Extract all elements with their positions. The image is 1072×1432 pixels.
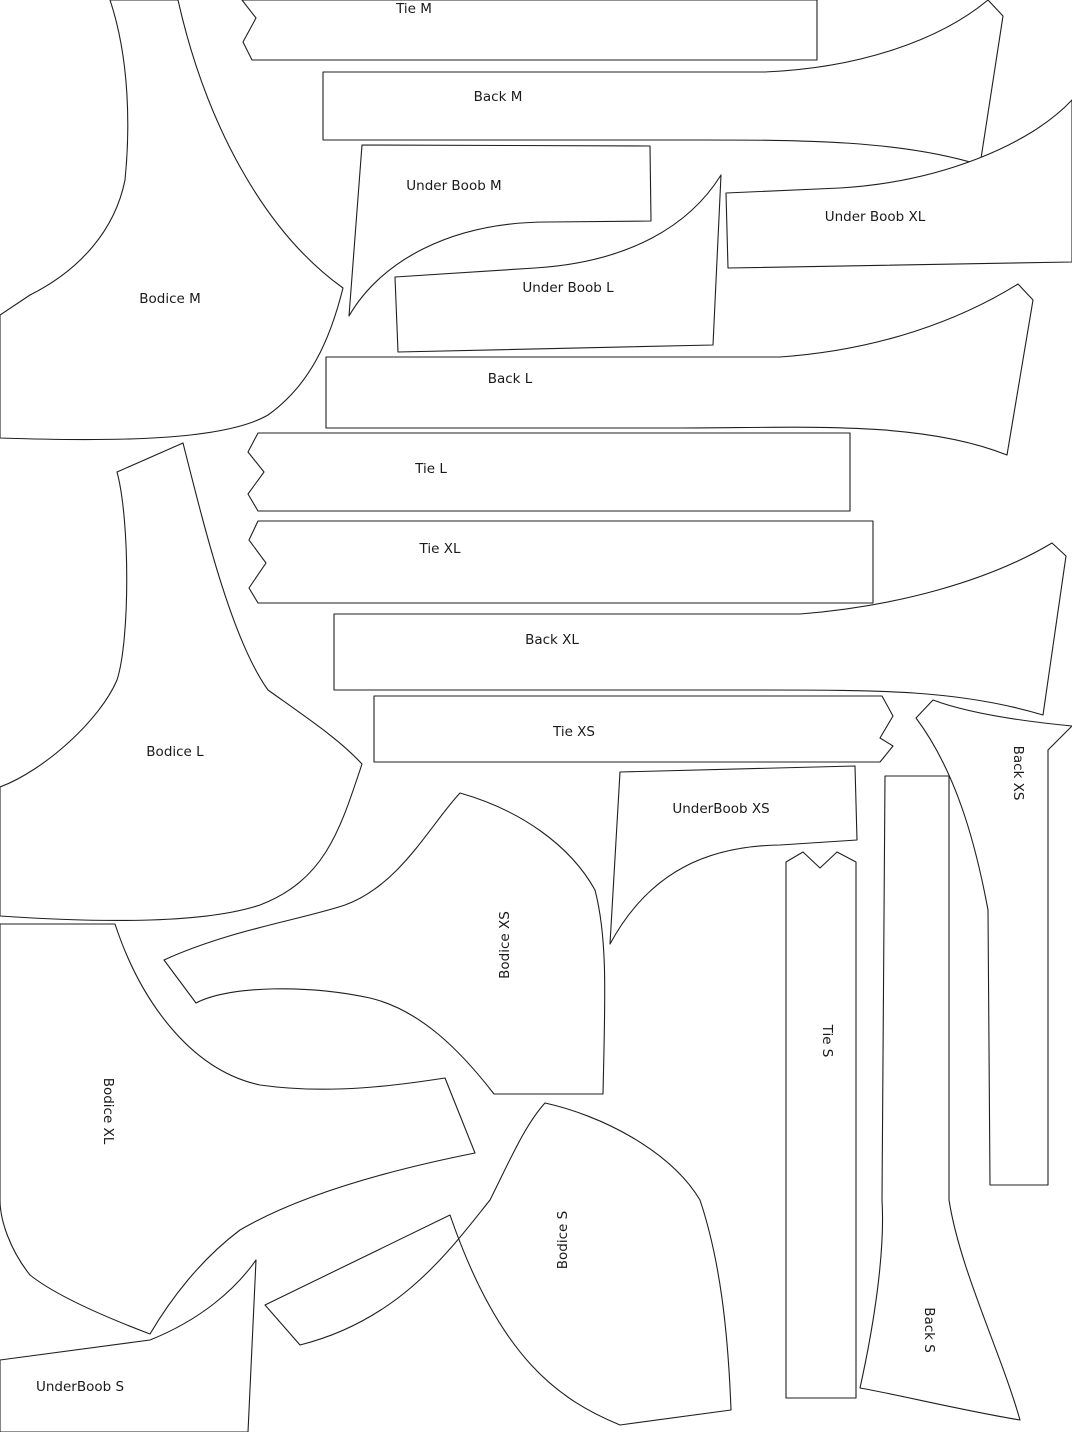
under-boob-m-label: Under Boob M xyxy=(406,178,501,194)
back-s-piece xyxy=(859,775,1021,1421)
bodice-xl-label: Bodice XL xyxy=(100,1078,116,1145)
back-xs-piece xyxy=(915,699,1072,1186)
bodice-xs-label: Bodice XS xyxy=(497,911,513,979)
bodice-s-piece xyxy=(264,1102,732,1426)
underboob-s-piece xyxy=(0,1259,257,1432)
bodice-xl-piece xyxy=(0,923,476,1335)
back-s-label: Back S xyxy=(921,1307,937,1353)
bodice-m-piece xyxy=(0,0,344,441)
tie-xs-piece xyxy=(373,695,894,763)
tie-s-label: Tie S xyxy=(819,1024,835,1058)
tie-xl-label: Tie XL xyxy=(419,541,461,557)
bodice-s-label: Bodice S xyxy=(555,1211,571,1269)
back-xl-label: Back XL xyxy=(525,632,579,648)
bodice-l-piece xyxy=(0,442,363,922)
bodice-xs-piece xyxy=(163,792,606,1095)
back-xs-label: Back XS xyxy=(1010,746,1026,801)
under-boob-m-piece xyxy=(348,144,652,317)
under-boob-l-piece xyxy=(394,174,722,353)
bodice-m-label: Bodice M xyxy=(139,291,201,307)
under-boob-l-label: Under Boob L xyxy=(522,280,614,296)
bodice-l-label: Bodice L xyxy=(146,744,204,760)
tie-l-label: Tie L xyxy=(414,461,447,477)
tie-m-label: Tie M xyxy=(395,1,432,17)
tie-m-piece xyxy=(241,0,818,61)
back-xl-piece xyxy=(333,542,1067,716)
under-boob-xl-label: Under Boob XL xyxy=(825,209,926,225)
back-l-piece xyxy=(325,283,1034,456)
tie-l-piece xyxy=(247,432,851,512)
underboob-xs-piece xyxy=(609,765,858,945)
tie-xl-piece xyxy=(248,520,874,604)
back-l-label: Back L xyxy=(488,371,533,387)
underboob-xs-label: UnderBoob XS xyxy=(672,801,769,817)
tie-s-piece xyxy=(785,851,857,1399)
back-m-label: Back M xyxy=(474,89,523,105)
underboob-s-label: UnderBoob S xyxy=(36,1379,124,1395)
tie-xs-label: Tie XS xyxy=(552,724,595,740)
